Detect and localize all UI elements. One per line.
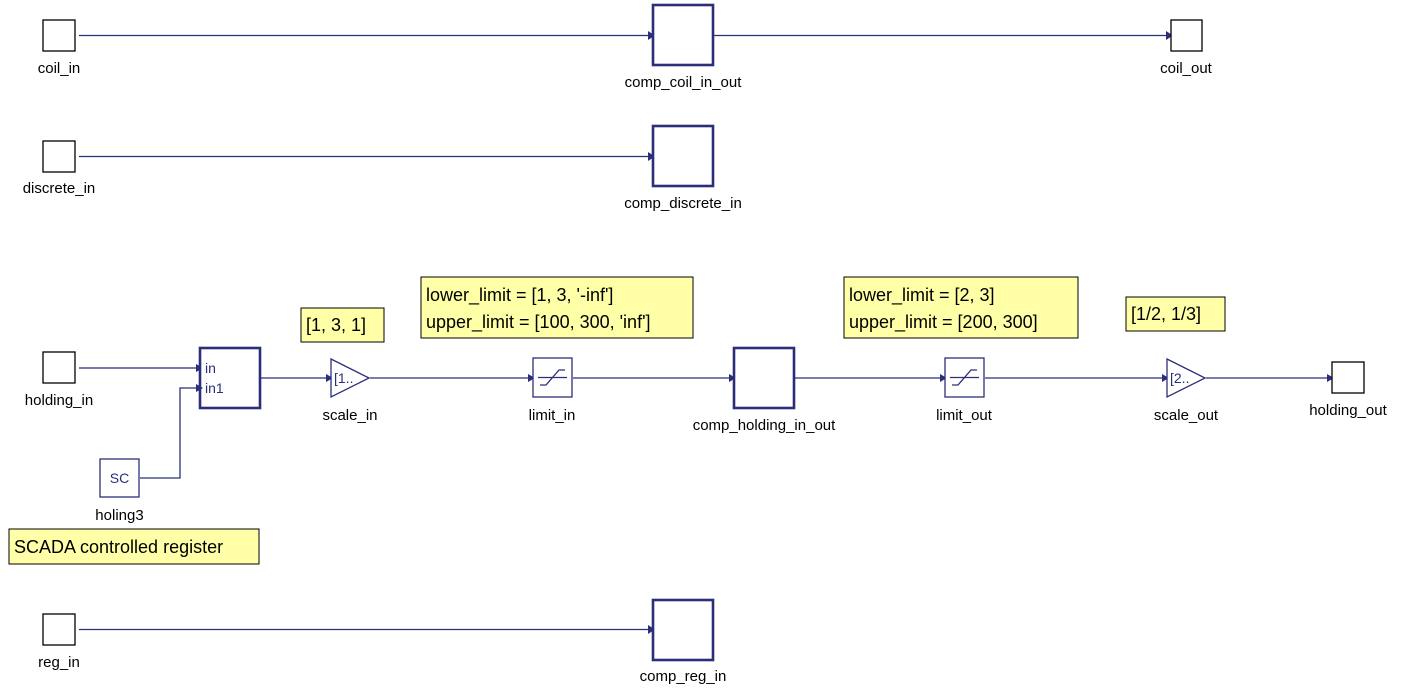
saturation-icon xyxy=(952,369,977,386)
holing3-wire[interactable] xyxy=(140,387,196,479)
comp-holding-arrow xyxy=(729,374,736,382)
coil-arrow-2 xyxy=(1166,31,1173,40)
mux-block[interactable] xyxy=(198,346,262,410)
scada-note-text: SCADA controlled register xyxy=(14,537,223,557)
mux-port-in1-label: in1 xyxy=(205,380,224,396)
holding-out-label: holding_out xyxy=(1309,402,1387,419)
scale-out-gain-block[interactable] xyxy=(1166,357,1207,399)
discrete-arrow xyxy=(648,152,655,161)
holding-in-label: holding_in xyxy=(25,392,93,409)
scale-in-glyph: [1.. xyxy=(334,370,353,386)
discrete-in-port[interactable] xyxy=(42,140,76,173)
coil-out-label: coil_out xyxy=(1160,60,1213,77)
scale-out-arrow xyxy=(1162,374,1169,382)
reg-in-label: reg_in xyxy=(38,654,80,671)
comp-holding-in-out-label: comp_holding_in_out xyxy=(693,417,836,434)
comp-discrete-in-label: comp_discrete_in xyxy=(624,195,742,212)
limit-out-arrow xyxy=(940,374,947,382)
coil-arrow-1 xyxy=(648,31,655,40)
discrete-row: discrete_in comp_discrete_in xyxy=(23,124,742,212)
limit-in-upper-text: upper_limit = [100, 300, 'inf'] xyxy=(426,312,651,333)
limit-in-lower-text: lower_limit = [1, 3, '-inf'] xyxy=(426,285,613,306)
scale-out-glyph: [2.. xyxy=(1170,370,1189,386)
holding-in-port[interactable] xyxy=(42,351,76,384)
holing3-arrow xyxy=(196,384,203,392)
coil-out-port[interactable] xyxy=(1170,19,1203,52)
comp-coil-in-out-block[interactable] xyxy=(651,3,715,67)
scale-in-label: scale_in xyxy=(322,407,377,424)
reg-in-port[interactable] xyxy=(42,613,76,646)
limit-in-params-note[interactable] xyxy=(420,276,694,339)
scale-in-gain-block[interactable] xyxy=(330,357,371,399)
scale-out-label: scale_out xyxy=(1154,407,1219,424)
reg-row: reg_in comp_reg_in xyxy=(38,598,727,685)
limit-in-label: limit_in xyxy=(529,407,576,424)
comp-reg-in-block[interactable] xyxy=(651,598,715,662)
holding-out-port[interactable] xyxy=(1331,361,1365,394)
scale-out-params-note[interactable] xyxy=(1125,296,1226,332)
coil-row: coil_in comp_coil_in_out coil_out xyxy=(38,3,1213,91)
holing3-label: holing3 xyxy=(95,507,143,524)
coil-in-port[interactable] xyxy=(42,19,76,52)
scale-out-params-text: [1/2, 1/3] xyxy=(1131,304,1201,324)
scale-in-params-text: [1, 3, 1] xyxy=(306,315,366,335)
comp-coil-in-out-label: comp_coil_in_out xyxy=(625,74,743,91)
holing3-block[interactable] xyxy=(99,458,140,498)
comp-holding-in-out-block[interactable] xyxy=(732,346,796,410)
reg-arrow xyxy=(648,625,655,634)
holding-out-arrow xyxy=(1327,374,1334,382)
coil-in-label: coil_in xyxy=(38,60,81,77)
scada-note[interactable] xyxy=(8,528,260,565)
limit-out-params-note[interactable] xyxy=(843,276,1079,339)
limit-out-lower-text: lower_limit = [2, 3] xyxy=(849,285,995,306)
limit-out-upper-text: upper_limit = [200, 300] xyxy=(849,312,1038,333)
mux-port-in-label: in xyxy=(205,360,216,376)
holing3-glyph: SC xyxy=(110,470,129,486)
limit-in-arrow xyxy=(528,374,535,382)
holding-row: [1, 3, 1] lower_limit = [1, 3, '-inf'] u… xyxy=(8,276,1388,565)
comp-discrete-in-block[interactable] xyxy=(651,124,715,188)
limit-out-label: limit_out xyxy=(936,407,993,424)
comp-reg-in-label: comp_reg_in xyxy=(640,668,727,685)
scale-in-arrow xyxy=(326,374,333,382)
saturation-icon xyxy=(540,369,565,386)
discrete-in-label: discrete_in xyxy=(23,180,96,197)
scale-in-params-note[interactable] xyxy=(300,307,385,343)
